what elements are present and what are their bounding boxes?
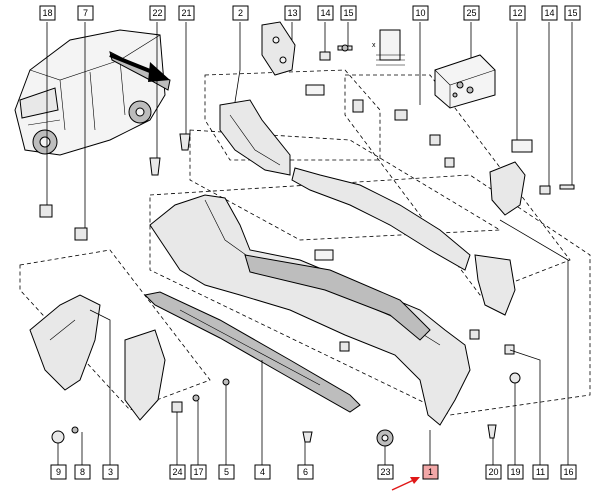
svg-text:14: 14	[320, 8, 330, 18]
callout-16: 16	[560, 464, 577, 480]
callout-1-highlighted: 1	[422, 464, 439, 480]
part-10-trim-strip	[291, 167, 471, 271]
svg-text:21: 21	[181, 8, 191, 18]
svg-text:x: x	[372, 42, 376, 49]
leader-lines	[46, 22, 573, 465]
svg-text:12: 12	[512, 8, 522, 18]
svg-text:5: 5	[224, 467, 229, 477]
clips-small	[352, 99, 455, 168]
callout-20: 20	[485, 464, 502, 480]
part-2-upper-bracket	[219, 99, 291, 176]
callout-21: 21	[178, 5, 195, 21]
callout-13: 13	[284, 5, 301, 21]
svg-text:14: 14	[544, 8, 554, 18]
svg-text:7: 7	[83, 8, 88, 18]
svg-text:19: 19	[510, 467, 520, 477]
svg-text:2: 2	[238, 8, 243, 18]
svg-text:9: 9	[56, 467, 61, 477]
svg-text:20: 20	[488, 467, 498, 477]
callout-11: 11	[532, 464, 549, 480]
callout-24: 24	[169, 464, 186, 480]
svg-text:15: 15	[343, 8, 353, 18]
callout-14-top-right: 14	[541, 5, 558, 21]
clip-detail: x	[372, 29, 405, 66]
callout-2: 2	[232, 5, 249, 21]
svg-text:8: 8	[80, 467, 85, 477]
fasteners-22-21	[149, 133, 191, 176]
callout-4: 4	[254, 464, 271, 480]
svg-text:18: 18	[42, 8, 52, 18]
part-3b-left-bracket	[124, 329, 166, 421]
callout-15-top-right: 15	[564, 5, 581, 21]
svg-text:16: 16	[563, 467, 573, 477]
part-25-clip-kit	[434, 54, 496, 109]
part-12-corner-bracket	[489, 139, 575, 216]
callout-3: 3	[102, 464, 119, 480]
van-illustration	[14, 29, 171, 156]
svg-text:6: 6	[303, 467, 308, 477]
part-13-side-bracket	[261, 21, 325, 96]
callout-23: 23	[377, 464, 394, 480]
svg-text:15: 15	[567, 8, 577, 18]
callout-7: 7	[77, 5, 94, 21]
part-1-rear-bumper	[149, 194, 516, 426]
callout-5: 5	[218, 464, 235, 480]
callout-25: 25	[463, 5, 480, 21]
callout-6: 6	[297, 464, 314, 480]
fasteners-top	[319, 44, 353, 61]
svg-text:22: 22	[152, 8, 162, 18]
callout-17: 17	[190, 464, 207, 480]
callout-22: 22	[149, 5, 166, 21]
callout-10: 10	[412, 5, 429, 21]
svg-text:1: 1	[428, 467, 433, 477]
svg-text:13: 13	[287, 8, 297, 18]
red-pointer-arrow	[391, 477, 420, 491]
svg-text:23: 23	[380, 467, 390, 477]
part-4-lower-reinforcement	[143, 291, 361, 413]
callout-9: 9	[50, 464, 67, 480]
callout-12: 12	[509, 5, 526, 21]
svg-text:10: 10	[415, 8, 425, 18]
callout-19: 19	[507, 464, 524, 480]
part-3-left-bracket	[29, 294, 101, 391]
callout-18: 18	[39, 5, 56, 21]
svg-text:25: 25	[466, 8, 476, 18]
assembly-outlines	[19, 69, 591, 416]
callout-14-top-left: 14	[317, 5, 334, 21]
svg-text:4: 4	[260, 467, 265, 477]
svg-text:24: 24	[172, 467, 182, 477]
callout-8: 8	[74, 464, 91, 480]
callout-15-top-left: 15	[340, 5, 357, 21]
svg-text:3: 3	[108, 467, 113, 477]
svg-text:11: 11	[536, 467, 545, 477]
svg-text:17: 17	[193, 467, 203, 477]
